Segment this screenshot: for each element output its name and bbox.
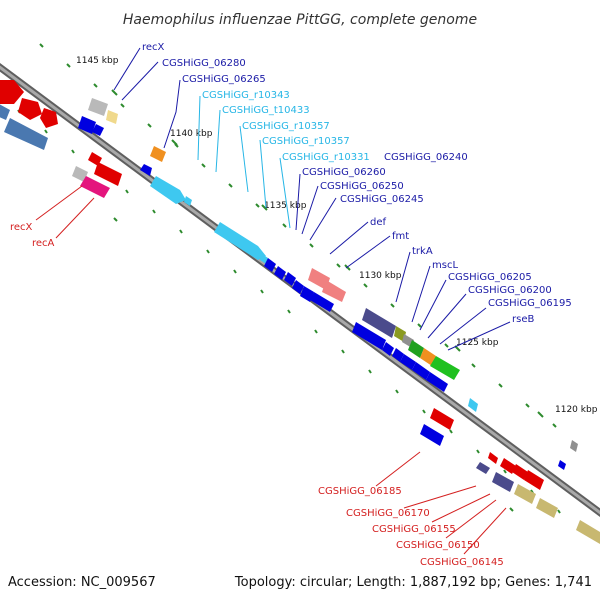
feature-label[interactable]: CGSHiGG_t10433 — [222, 105, 310, 116]
kbp-label: 1125 kbp — [456, 338, 499, 348]
feature-label[interactable]: CGSHiGG_r10343 — [202, 90, 290, 101]
feature-label[interactable]: mscL — [432, 260, 458, 271]
kbp-tick-labels: 1145 kbp 1140 kbp 1135 kbp 1130 kbp 1125… — [76, 56, 598, 415]
feature-label[interactable]: CGSHiGG_06195 — [488, 298, 572, 309]
feature-label[interactable]: CGSHiGG_06145 — [420, 557, 504, 568]
reverse-features — [72, 152, 600, 544]
gene-arrow — [382, 342, 394, 356]
gene-arrow — [284, 272, 296, 286]
gene-block — [106, 110, 118, 124]
feature-label[interactable]: recA — [32, 238, 55, 249]
feature-label[interactable]: CGSHiGG_06155 — [372, 524, 456, 535]
feature-label[interactable]: def — [370, 217, 387, 228]
gene-arrow — [430, 408, 454, 430]
label-leader-lines — [35, 47, 511, 555]
gene-block — [88, 98, 108, 116]
gene-block — [476, 462, 490, 474]
gene-arrow — [140, 164, 152, 176]
kbp-label: 1130 kbp — [359, 271, 402, 281]
gene-arrow — [426, 372, 448, 392]
feature-label[interactable]: CGSHiGG_06250 — [320, 181, 404, 192]
feature-labels-top: recX CGSHiGG_06280 CGSHiGG_06265 CGSHiGG… — [142, 42, 572, 325]
gene-block — [492, 472, 514, 492]
map-title: Haemophilus influenzae PittGG, complete … — [123, 12, 477, 28]
gene-block — [536, 498, 558, 518]
gene-arrow — [392, 348, 404, 362]
rna-feature — [184, 196, 192, 206]
gene-arrow — [524, 470, 544, 490]
gene-block — [0, 104, 10, 120]
genome-summary-text: Topology: circular; Length: 1,887,192 bp… — [234, 575, 592, 590]
rna-feature — [468, 398, 478, 412]
gene-arrow — [310, 292, 334, 312]
rna-feature — [260, 254, 268, 264]
kbp-label: 1120 kbp — [555, 405, 598, 415]
gene-block — [408, 340, 424, 358]
gene-arrow — [292, 280, 304, 294]
gene-arrow — [0, 80, 24, 104]
gene-arrow — [400, 354, 416, 370]
gene-block — [72, 166, 88, 182]
kbp-label: 1145 kbp — [76, 56, 119, 66]
rna-feature — [214, 222, 266, 260]
gene-arrow — [92, 124, 104, 136]
gene-block — [576, 520, 600, 544]
gene-block — [4, 118, 48, 150]
forward-features — [0, 80, 578, 470]
feature-label[interactable]: CGSHiGG_06185 — [318, 486, 402, 497]
gene-arrow — [352, 322, 386, 350]
feature-label[interactable]: CGSHiGG_06205 — [448, 272, 532, 283]
feature-label[interactable]: CGSHiGG_06170 — [346, 508, 430, 519]
feature-label[interactable]: rseB — [512, 314, 534, 325]
feature-label[interactable]: CGSHiGG_06200 — [468, 285, 552, 296]
gene-arrow — [558, 460, 566, 470]
feature-label[interactable]: CGSHiGG_r10357 — [242, 121, 330, 132]
feature-label[interactable]: CGSHiGG_r10357 — [262, 136, 350, 147]
gene-arrow — [274, 266, 286, 280]
feature-label[interactable]: trkA — [412, 246, 433, 257]
gene-arrow — [78, 116, 96, 134]
feature-label[interactable]: CGSHiGG_06245 — [340, 194, 424, 205]
gene-block — [514, 484, 536, 504]
gene-arrow — [488, 452, 498, 464]
gene-block — [80, 176, 110, 198]
gene-block — [362, 308, 396, 338]
feature-label[interactable]: CGSHiGG_06280 — [162, 58, 246, 69]
gene-arrow — [500, 458, 516, 474]
gene-arrow — [264, 258, 276, 272]
feature-label[interactable]: CGSHiGG_06240 — [384, 152, 468, 163]
feature-label[interactable]: CGSHiGG_06265 — [182, 74, 266, 85]
feature-label[interactable]: CGSHiGG_06150 — [396, 540, 480, 551]
gene-arrow — [300, 286, 314, 302]
kbp-label: 1135 kbp — [264, 201, 307, 211]
gene-block — [570, 440, 578, 452]
feature-label[interactable]: recX — [10, 222, 33, 233]
feature-labels-bottom: recX recA CGSHiGG_06185 CGSHiGG_06170 CG… — [10, 222, 504, 568]
rna-feature — [150, 176, 186, 204]
gene-arrow — [412, 362, 430, 380]
gene-arrow — [512, 464, 528, 480]
feature-label[interactable]: CGSHiGG_06260 — [302, 167, 386, 178]
gene-arrow — [40, 108, 58, 128]
gene-block — [150, 146, 166, 162]
gene-block — [322, 280, 346, 302]
kbp-label: 1140 kbp — [170, 129, 213, 139]
feature-label[interactable]: CGSHiGG_r10331 — [282, 152, 370, 163]
gene-arrow — [420, 424, 444, 446]
feature-label[interactable]: recX — [142, 42, 165, 53]
feature-label[interactable]: fmt — [392, 231, 409, 242]
gene-block — [430, 356, 460, 380]
gene-block — [420, 348, 436, 366]
gene-arrow — [94, 162, 122, 186]
accession-text: Accession: NC_009567 — [8, 575, 156, 590]
gene-arrow — [18, 98, 42, 120]
